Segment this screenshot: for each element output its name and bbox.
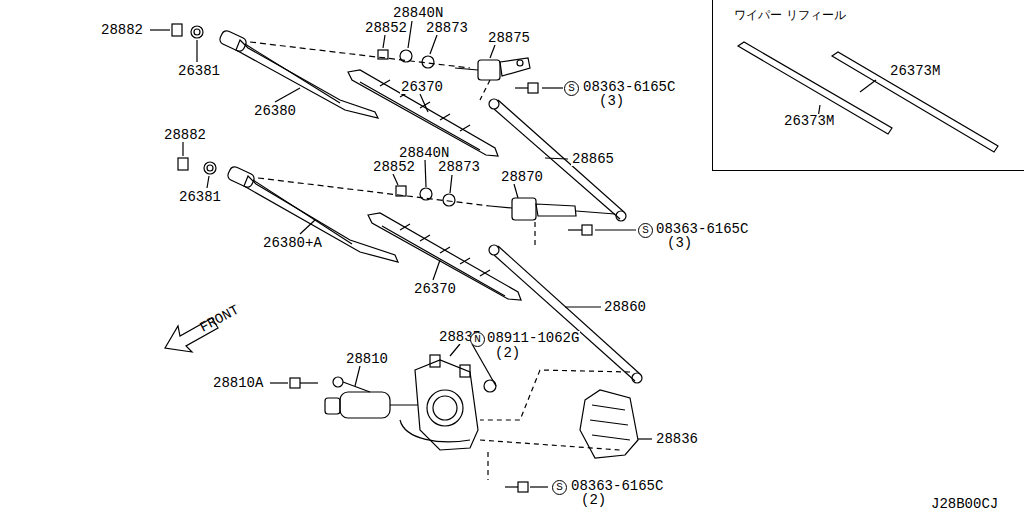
callout-number: 08363-6165C [655, 222, 749, 236]
quantity: (2) [494, 346, 521, 360]
callout-number: 28865 [571, 152, 615, 166]
bushing [400, 50, 412, 62]
wiper-blade [368, 213, 521, 300]
callout-number: 28860 [603, 300, 647, 314]
washer [378, 50, 388, 59]
wiper-arm [218, 29, 378, 118]
wiper-motor [325, 377, 470, 442]
assembly-line [250, 42, 470, 68]
wiper-arm [226, 165, 398, 262]
callout-number: 28870 [500, 170, 544, 184]
callout-number: 28852 [372, 160, 416, 174]
callout-number: 28810A [212, 376, 264, 390]
symbol-mark: N [470, 332, 485, 347]
quantity: (3) [598, 94, 625, 108]
symbol-mark: S [564, 81, 579, 96]
link-rod [489, 245, 642, 383]
leader-line [150, 21, 876, 487]
inset-box: ワイパー リフィール 26373M 26373M [712, 0, 1024, 171]
bolt [515, 83, 538, 93]
symbol-mark: S [552, 480, 567, 495]
callout-number: 26381 [177, 64, 221, 78]
callout-number: 26370 [413, 282, 457, 296]
callout-number: 28873 [437, 160, 481, 174]
cap [172, 24, 182, 36]
callout-number: 28882 [163, 128, 207, 142]
quantity: (3) [666, 236, 693, 250]
bolt [505, 482, 528, 492]
link-rod [489, 99, 626, 221]
wiper-pivot [490, 198, 615, 220]
nut [422, 56, 434, 68]
part-number: 26373M [783, 114, 835, 128]
bolt [290, 378, 318, 388]
callout-number: 26381 [178, 190, 222, 204]
callout-number: 28810 [345, 352, 389, 366]
wiper-pivot [455, 58, 530, 80]
callout-number: 08911-1062G [486, 331, 580, 345]
callout-number: 28840N [392, 6, 444, 20]
nut [191, 26, 203, 38]
symbol-mark: S [638, 223, 653, 238]
callout-number: 08363-6165C [570, 479, 664, 493]
callout-number: FRONT [197, 302, 242, 335]
motor-bracket [415, 355, 478, 450]
callout-number: 28875 [487, 31, 531, 45]
wiper-blade [348, 70, 498, 156]
wiper-refill [738, 42, 998, 152]
bolt [568, 225, 592, 235]
callout-number: 28836 [655, 432, 699, 446]
part-number: 26373M [889, 64, 941, 78]
callout-number: 28873 [425, 21, 469, 35]
callout-number: J28B00CJ [930, 497, 999, 511]
callout-number: 26370 [400, 80, 444, 94]
inset-heading: ワイパー リフィール [733, 8, 847, 22]
callout-number: 28882 [100, 23, 144, 37]
quantity: (2) [580, 493, 607, 507]
callout-number: 28840N [398, 146, 450, 160]
callout-number: 26380 [253, 104, 297, 118]
callout-number: 26380+A [262, 236, 323, 250]
callout-number: 28852 [364, 21, 408, 35]
callout-number: 08363-6165C [582, 80, 676, 94]
